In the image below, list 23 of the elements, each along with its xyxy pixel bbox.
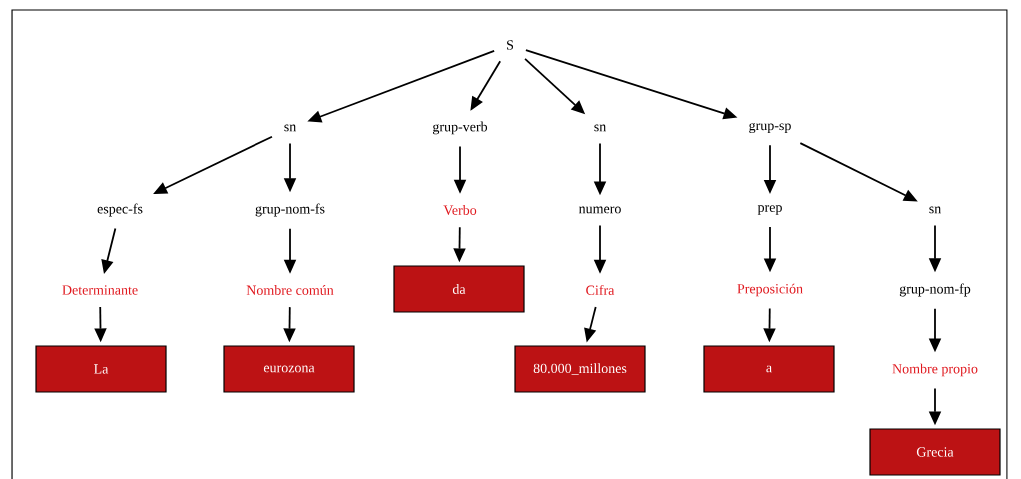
phrase-label: S: [507, 40, 514, 50]
phrase-label: grup-sp: [749, 122, 791, 134]
phrase-label: grup-nom-fs: [255, 203, 325, 217]
word-box: La: [35, 345, 167, 393]
category-label: Nombre propio: [892, 363, 978, 377]
category-label: Verbo: [443, 205, 477, 215]
phrase-label: espec-fs: [97, 203, 143, 217]
word-box: Grecia: [869, 428, 1001, 476]
category-label: Determinante: [62, 285, 138, 295]
phrase-label: sn: [594, 124, 606, 132]
phrase-label: sn: [284, 124, 296, 132]
word-box: da: [393, 265, 525, 313]
phrase-label: sn: [929, 206, 941, 214]
phrase-label: numero: [578, 206, 621, 214]
category-label: Nombre común: [246, 285, 334, 295]
category-label: Cifra: [586, 285, 615, 295]
phrase-label: prep: [757, 205, 782, 215]
word-box: eurozona: [223, 345, 355, 393]
word-box: 80.000_millones: [514, 345, 646, 393]
phrase-label: grup-verb: [433, 121, 488, 135]
category-label: Preposición: [737, 283, 803, 297]
phrase-label: grup-nom-fp: [899, 283, 971, 297]
word-box: a: [703, 345, 835, 393]
